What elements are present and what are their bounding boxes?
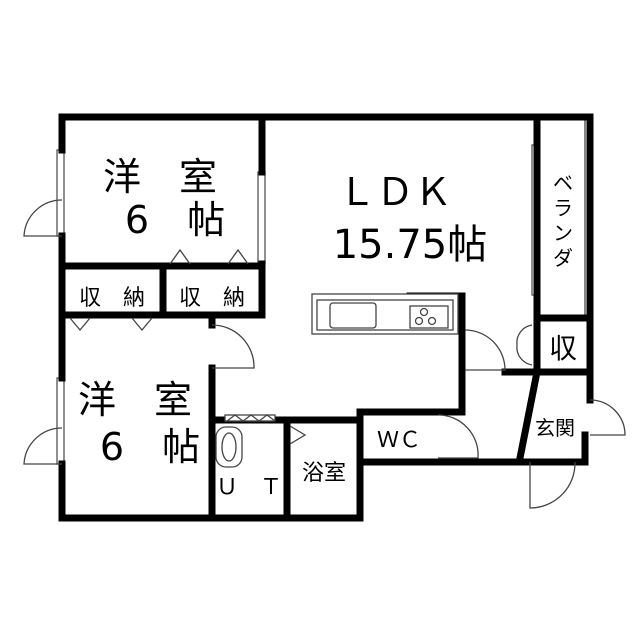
svg-text:ダ: ダ (553, 246, 573, 270)
entrance-label: 玄関 (535, 416, 575, 440)
svg-text:ベ: ベ (553, 171, 573, 195)
window-bedroom1-ldk (257, 171, 266, 265)
storage2-label: 収 納 (179, 286, 245, 311)
storage3-label: 収 (549, 332, 577, 365)
utility-label: Ｕ Ｔ (216, 475, 282, 500)
ldk-name: ＬＤＫ (338, 170, 452, 214)
balcony-label: ベ ラ ン ダ (553, 171, 573, 270)
doors (23, 199, 626, 509)
ldk-size: 15.75帖 (333, 222, 488, 268)
sink-icon (329, 302, 377, 329)
window-bedroom1 (56, 149, 65, 237)
bath-label: 浴室 (302, 461, 346, 486)
bedroom1-size: 6 帖 (125, 198, 225, 242)
stove-icon (409, 305, 449, 329)
svg-text:ラ: ラ (553, 196, 573, 220)
svg-text:ン: ン (553, 221, 573, 245)
window-bedroom2 (56, 377, 65, 465)
storage1-label: 収 納 (79, 286, 145, 311)
bedroom1-name: 洋 室 (103, 155, 217, 199)
bedroom2-size: 6 帖 (100, 425, 200, 469)
washbasin-icon (215, 426, 243, 468)
toilet-label: ＷＣ (377, 428, 421, 453)
kitchen-counter (311, 293, 459, 335)
bedroom2-name: 洋 室 (78, 378, 192, 422)
